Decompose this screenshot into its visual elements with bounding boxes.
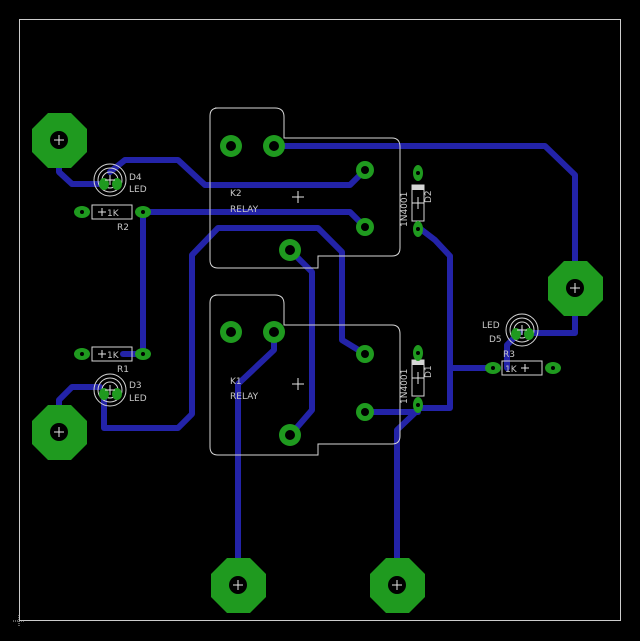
- relay-k2-pads: [220, 135, 374, 261]
- d1-ref-label: D1: [424, 365, 434, 378]
- r1-ref-label: R1: [117, 365, 129, 375]
- d2-value-label: 1N4001: [400, 192, 410, 227]
- led-pads: [99, 178, 534, 400]
- d5-ref-label: D5: [489, 335, 502, 345]
- led-d3: D3 LED: [93, 373, 147, 407]
- d5-value-label: LED: [482, 321, 500, 331]
- k1-value-label: RELAY: [230, 392, 259, 402]
- relay-k1: K1 RELAY: [209, 294, 401, 456]
- d3-value-label: LED: [129, 394, 147, 404]
- led-d5: LED D5: [482, 313, 539, 347]
- resistor-r2: 1K R2: [91, 204, 133, 233]
- resistor-r3: 1K R3: [501, 350, 543, 376]
- origin-marker: [13, 615, 25, 627]
- d4-value-label: LED: [129, 185, 147, 195]
- relay-k2: K2 RELAY: [209, 107, 401, 269]
- k2-value-label: RELAY: [230, 205, 259, 215]
- d1-value-label: 1N4001: [400, 369, 410, 404]
- trace-d2-d1-bus: [415, 224, 453, 371]
- trace-bottom-right-terminal: [394, 365, 498, 588]
- trace-d4-k2-coil: [107, 157, 368, 188]
- r2-ref-label: R2: [117, 223, 129, 233]
- board-outline: [19, 19, 621, 621]
- k2-ref-label: K2: [230, 189, 242, 199]
- d2-ref-label: D2: [424, 190, 434, 203]
- diode-pads: [413, 165, 423, 413]
- d4-ref-label: D4: [129, 173, 142, 183]
- trace-k2-com-right-terminal: [271, 143, 578, 291]
- resistor-r1: 1K R1: [91, 346, 133, 375]
- resistor-pads: [74, 206, 561, 374]
- r3-ref-label: R3: [503, 350, 515, 360]
- k1-ref-label: K1: [230, 377, 242, 387]
- r1-value-label: 1K: [107, 351, 120, 361]
- r3-value-label: 1K: [505, 365, 518, 375]
- trace-k2-no-k1-com: [287, 247, 315, 435]
- d3-ref-label: D3: [129, 381, 142, 391]
- trace-d3-k1-coil: [101, 225, 368, 431]
- relay-k1-pads: [220, 321, 374, 446]
- component-origins: [54, 135, 580, 590]
- r2-value-label: 1K: [107, 209, 120, 219]
